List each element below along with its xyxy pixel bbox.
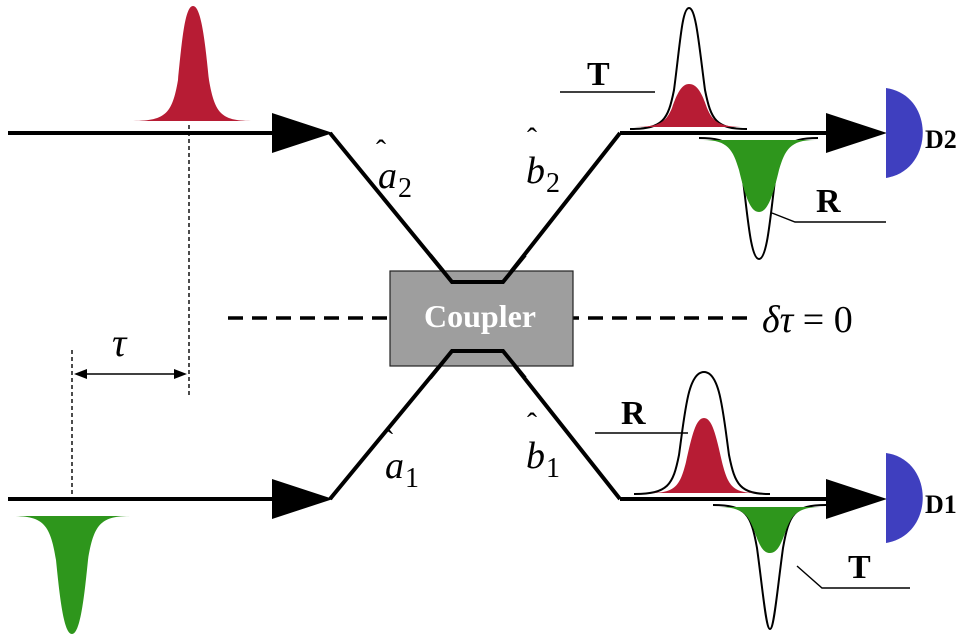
delay-arrow: [74, 369, 187, 379]
svg-text:1: 1: [405, 463, 419, 494]
output-bottom-green-pulse: [718, 507, 822, 553]
detector-D1: [886, 453, 923, 543]
svg-text:2: 2: [398, 173, 412, 204]
svg-text:2: 2: [546, 168, 560, 199]
output-bottom-red-pulse: [650, 418, 757, 493]
svg-text:ˆ: ˆ: [376, 134, 386, 167]
svg-text:b: b: [526, 150, 545, 192]
output-top-red-pulse: [634, 84, 745, 127]
output-arm-bottom: [620, 479, 887, 519]
output-top-envelope-upper: [629, 6, 748, 130]
mode-label-a2: a ˆ 2: [376, 134, 412, 204]
bottom-T-leader: [796, 565, 910, 589]
detector-D2-label: D2: [925, 125, 957, 154]
svg-text:ˆ: ˆ: [527, 122, 537, 155]
output-bottom-envelope-lower: [712, 504, 827, 631]
svg-text:1: 1: [546, 453, 560, 484]
coupler-waveguide-top: [428, 253, 527, 284]
bottom-R-label: R: [621, 395, 646, 432]
input-pulse-green: [10, 516, 133, 634]
detector-D2: [886, 88, 923, 178]
bottom-T-label: T: [848, 549, 871, 586]
detector-D1-label: D1: [925, 490, 957, 519]
output-arm-top: [620, 113, 887, 153]
delay-label: τ: [112, 320, 128, 365]
mode-label-a1: a ˆ 1: [383, 424, 419, 494]
top-R-leader: [771, 212, 886, 223]
svg-text:b: b: [526, 435, 545, 477]
svg-text:a: a: [378, 155, 397, 197]
mode-label-b2: b ˆ 2: [526, 122, 560, 199]
svg-text:ˆ: ˆ: [383, 424, 393, 457]
svg-text:a: a: [385, 445, 404, 487]
svg-text:ˆ: ˆ: [527, 407, 537, 440]
coupler-waveguide-bottom: [428, 349, 527, 380]
delay-condition-label: δτ = 0: [762, 299, 853, 341]
output-bottom-envelope-upper: [633, 370, 771, 495]
mode-label-b1: b ˆ 1: [526, 407, 560, 484]
top-T-label: T: [587, 56, 610, 93]
coupler-label: Coupler: [424, 298, 536, 334]
output-top-green-pulse: [703, 140, 815, 212]
top-R-label: R: [816, 183, 841, 220]
input-pulse-red: [130, 6, 254, 121]
